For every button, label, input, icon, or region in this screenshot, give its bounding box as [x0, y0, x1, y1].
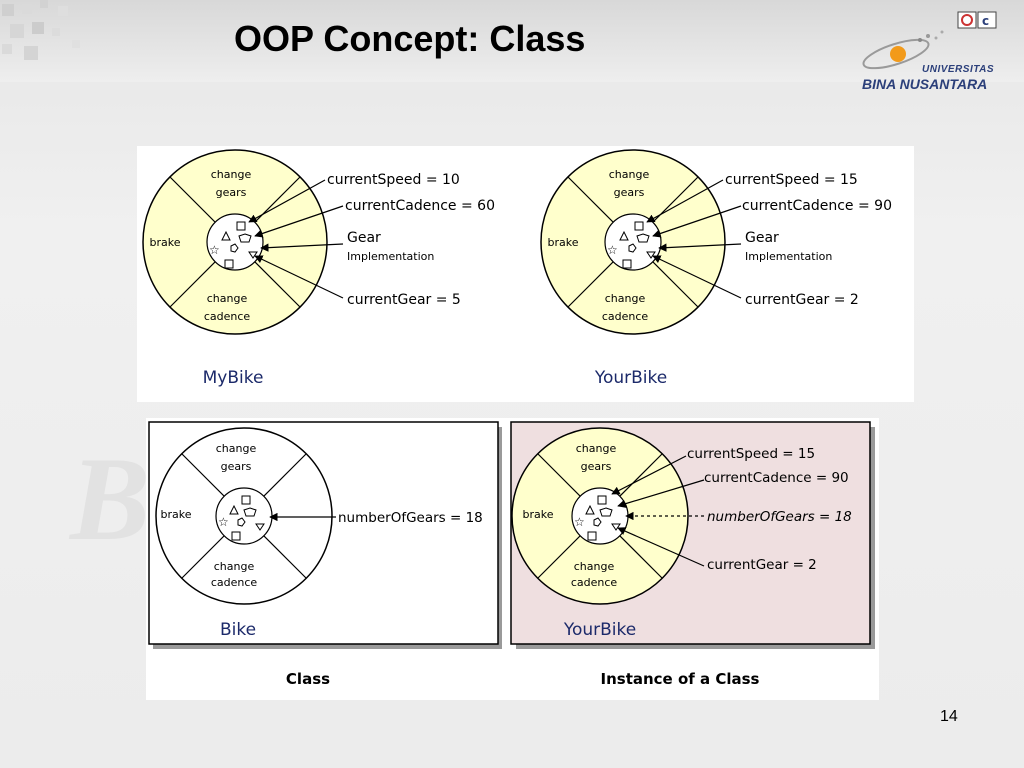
instance-caption: Instance of a Class	[601, 670, 760, 688]
class-caption: Class	[286, 670, 330, 688]
wheel-label-change: change	[574, 560, 615, 573]
class-name: Bike	[220, 620, 256, 640]
instance-gear: currentGear = 2	[707, 557, 817, 573]
wheel-label-change: change	[207, 292, 248, 305]
mybike-gear: currentGear = 5	[347, 292, 461, 308]
yourbike-wheel: change gears brake change cadence ☆	[540, 149, 726, 335]
wheel-label-change: change	[211, 168, 252, 181]
logo-text-binanusantara: BINA NUSANTARA	[862, 76, 988, 92]
mybike-wheel: change gears brake change cadence ☆	[142, 149, 328, 335]
svg-text:☆: ☆	[574, 515, 585, 529]
header-band	[0, 0, 1024, 82]
wheel-label-brake: brake	[150, 236, 181, 249]
bottom-diagram-panel: change gears brake change cadence ☆ numb…	[146, 418, 879, 700]
instance-arrows	[611, 455, 705, 567]
yourbike-name: YourBike	[594, 368, 667, 388]
wheel-label-change: change	[214, 560, 255, 573]
method-icons: ☆	[209, 221, 258, 269]
decorative-squares	[2, 0, 80, 60]
mybike-speed: currentSpeed = 10	[327, 172, 460, 188]
wheel-label-cadence: cadence	[571, 576, 618, 589]
wheel-label-gears: gears	[614, 186, 645, 199]
mybike-name: MyBike	[203, 368, 264, 388]
wheel-label-brake: brake	[523, 508, 554, 521]
wheel-label-gears: gears	[216, 186, 247, 199]
instance-speed: currentSpeed = 15	[687, 446, 815, 462]
university-logo: c UNIVERSITAS BINA NUSANTARA	[858, 10, 1008, 94]
instance-name: YourBike	[563, 620, 636, 640]
instance-gears: numberOfGears = 18	[707, 509, 852, 525]
yourbike-speed: currentSpeed = 15	[725, 172, 858, 188]
wheel-label-cadence: cadence	[204, 310, 251, 323]
yourbike-arrows	[646, 179, 742, 299]
logo-text-universitas: UNIVERSITAS	[922, 64, 994, 75]
mybike-gear-impl-line2: Implementation	[347, 250, 434, 263]
class-wheel: change gears brake change cadence ☆	[155, 427, 333, 605]
top-diagram-panel: change gears brake change cadence ☆ curr…	[137, 146, 914, 402]
class-instance-diagram: change gears brake change cadence ☆ numb…	[148, 421, 875, 688]
instance-wheel: change gears brake change cadence ☆	[511, 427, 689, 605]
svg-text:☆: ☆	[209, 243, 220, 257]
svg-text:c: c	[982, 14, 989, 28]
yourbike-gear-impl-line1: Gear	[745, 230, 779, 246]
mybike-cadence: currentCadence = 60	[345, 198, 495, 214]
slide-title: OOP Concept: Class	[234, 18, 586, 59]
wheel-label-cadence: cadence	[602, 310, 649, 323]
wheel-label-change: change	[605, 292, 646, 305]
object-diagram: change gears brake change cadence ☆ curr…	[142, 149, 892, 388]
method-icons: ☆	[218, 495, 265, 541]
wheel-label-gears: gears	[581, 460, 612, 473]
wheel-label-change: change	[576, 442, 617, 455]
class-field: numberOfGears = 18	[338, 510, 483, 526]
yourbike-gear-impl-line2: Implementation	[745, 250, 832, 263]
mybike-gear-impl-line1: Gear	[347, 230, 381, 246]
instance-cadence: currentCadence = 90	[704, 470, 849, 486]
wheel-label-brake: brake	[548, 236, 579, 249]
svg-text:☆: ☆	[218, 515, 229, 529]
mybike-arrows	[248, 179, 344, 299]
wheel-label-cadence: cadence	[211, 576, 258, 589]
method-icons: ☆	[607, 221, 656, 269]
wheel-label-gears: gears	[221, 460, 252, 473]
wheel-label-change: change	[609, 168, 650, 181]
slide-number: 14	[940, 708, 958, 725]
wheel-label-brake: brake	[161, 508, 192, 521]
wheel-label-change: change	[216, 442, 257, 455]
svg-text:☆: ☆	[607, 243, 618, 257]
method-icons: ☆	[574, 495, 621, 541]
yourbike-gear: currentGear = 2	[745, 292, 859, 308]
yourbike-cadence: currentCadence = 90	[742, 198, 892, 214]
